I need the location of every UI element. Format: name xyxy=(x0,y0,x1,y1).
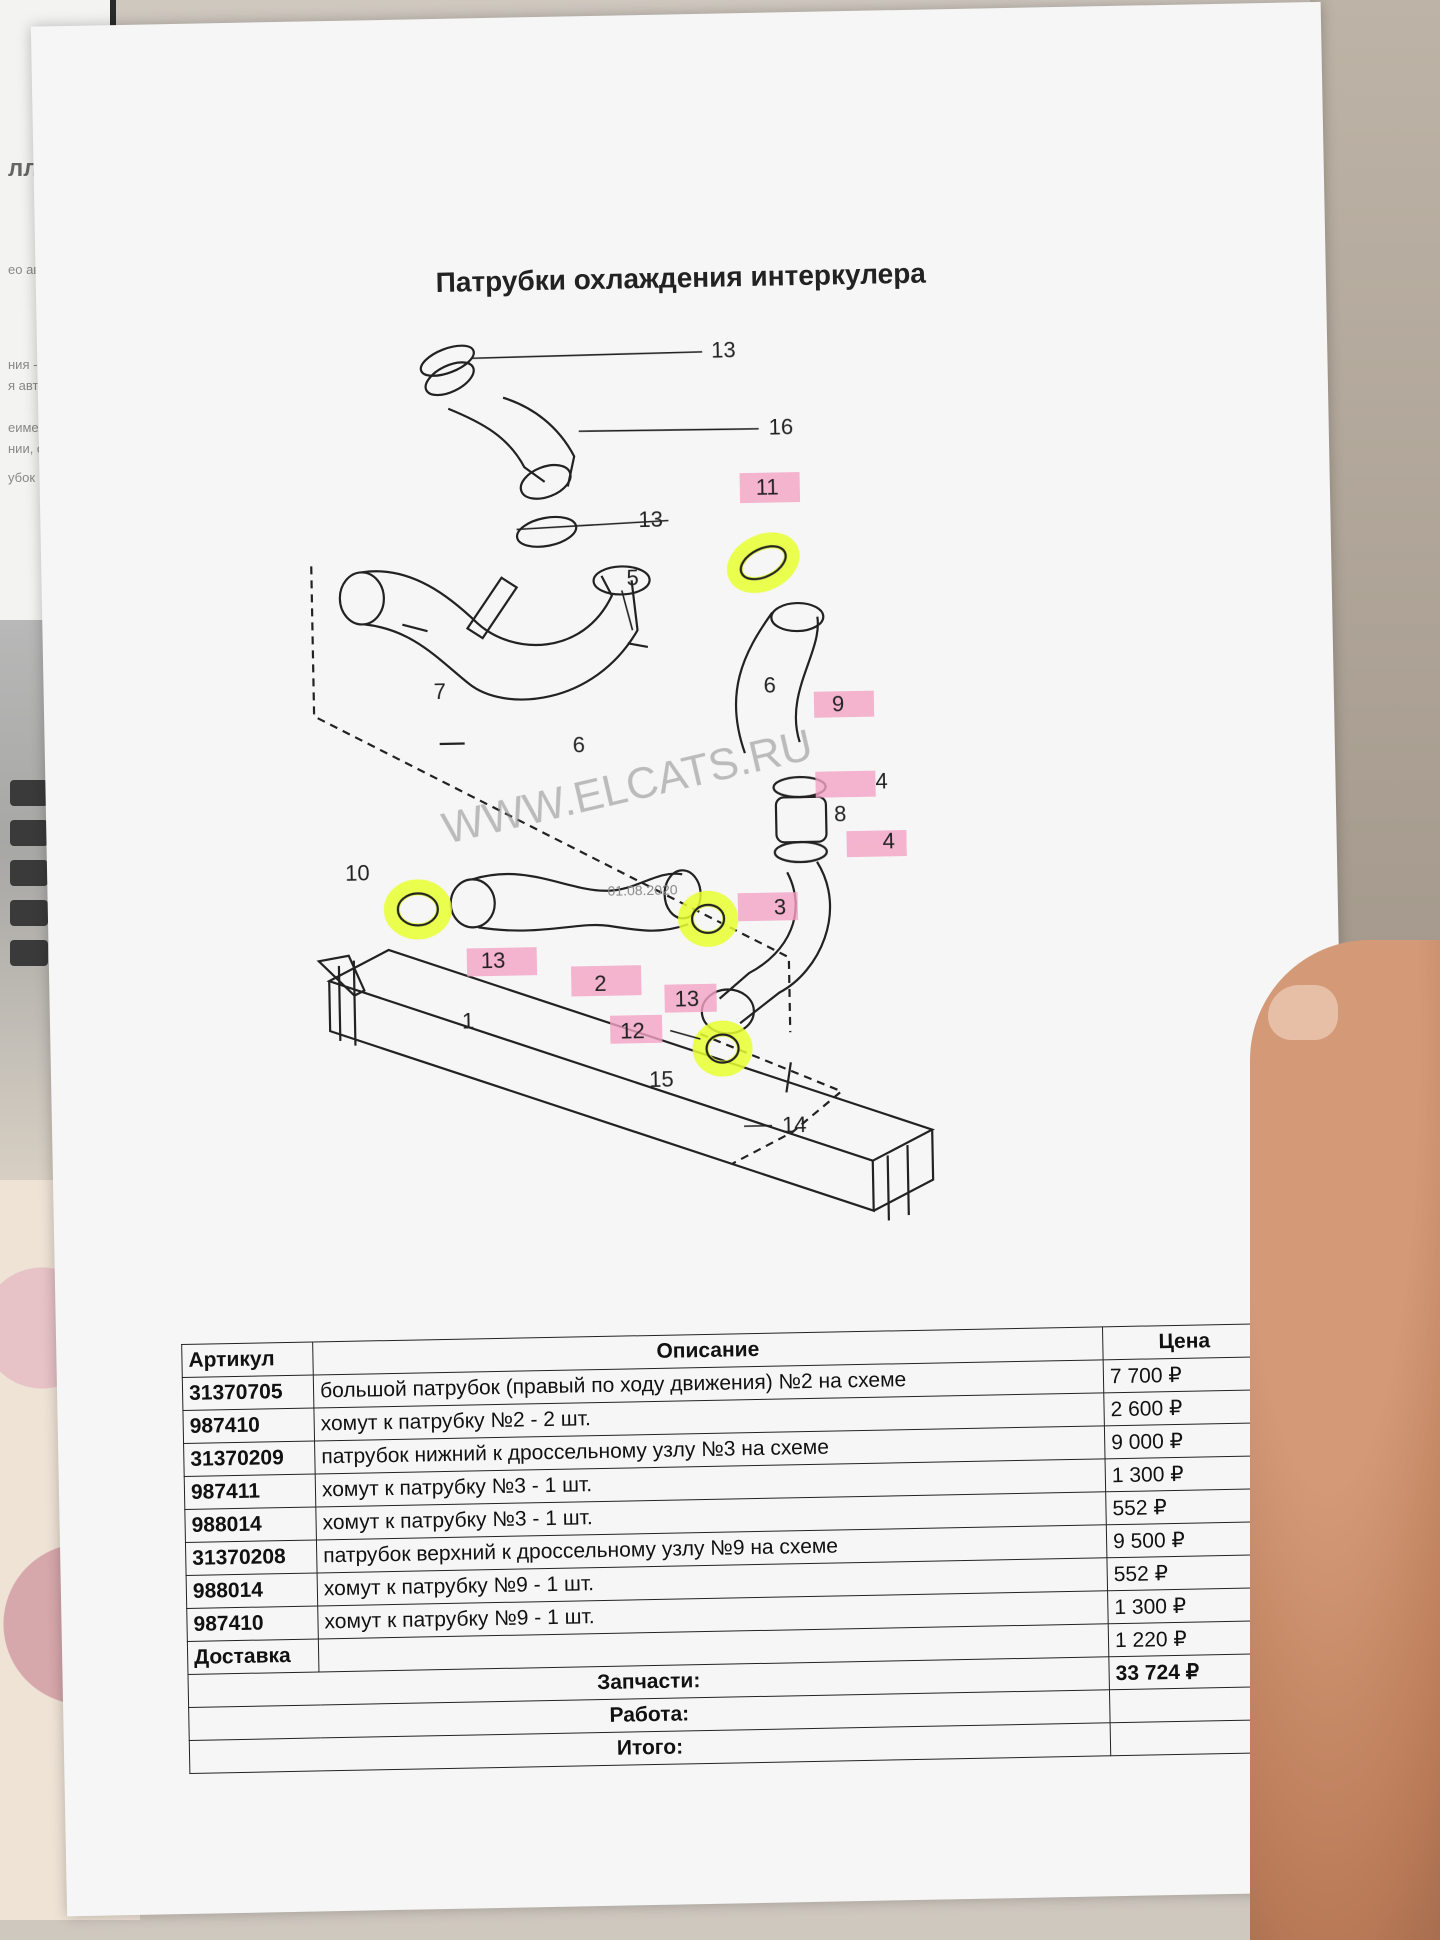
cell-price: 9 000 ₽ xyxy=(1104,1422,1268,1459)
callout-13d: 13 xyxy=(674,986,699,1011)
clamp-13-mid xyxy=(515,515,578,548)
dashed-frame xyxy=(310,566,792,1033)
label-highlights xyxy=(466,472,907,1044)
callout-8: 8 xyxy=(834,801,847,826)
parts-diagram: WWW.ELCATS.RU 01.08.2020 1 2 3 4 4 5 6 6… xyxy=(310,337,935,1221)
hose-16 xyxy=(424,361,576,500)
parts-table: Артикул Описание Цена 31370705 большой п… xyxy=(181,1323,1274,1774)
watermark: WWW.ELCATS.RU xyxy=(438,720,817,853)
parts-total-value: 33 724 ₽ xyxy=(1108,1653,1273,1690)
watermark-date: 01.08.2020 xyxy=(607,881,678,898)
thumbnail xyxy=(1268,985,1338,1040)
part-8 xyxy=(774,795,828,844)
callout-5: 5 xyxy=(626,565,639,590)
hose-3 xyxy=(700,861,832,1035)
cell-price: 1 300 ₽ xyxy=(1107,1587,1272,1624)
callout-15: 15 xyxy=(649,1067,674,1092)
callout-12: 12 xyxy=(620,1018,645,1043)
intercooler-1 xyxy=(326,948,935,1221)
part-10 xyxy=(316,954,366,997)
callout-7: 7 xyxy=(433,679,446,704)
work-total-value xyxy=(1109,1686,1274,1723)
bolt-lines xyxy=(402,623,792,1093)
callout-leaders xyxy=(472,351,773,1127)
laptop-text: убок xyxy=(8,470,36,485)
delivery-price: 1 220 ₽ xyxy=(1108,1620,1272,1657)
cell-price: 7 700 ₽ xyxy=(1103,1356,1267,1393)
page-title: Патрубки охлаждения интеркулера xyxy=(435,257,927,298)
header-price: Цена xyxy=(1102,1323,1267,1360)
cell-price: 552 ₽ xyxy=(1106,1554,1271,1591)
callout-13c: 13 xyxy=(481,948,506,973)
clamp-13-top xyxy=(419,344,475,377)
cell-price: 1 300 ₽ xyxy=(1105,1455,1269,1492)
callout-4b: 4 xyxy=(882,828,895,853)
cell-article: 987411 xyxy=(184,1473,316,1510)
cell-article: 31370209 xyxy=(183,1440,316,1477)
callout-6: 6 xyxy=(763,673,776,698)
callout-13b: 13 xyxy=(638,507,663,532)
header-article: Артикул xyxy=(181,1342,314,1378)
cell-price: 9 500 ₽ xyxy=(1106,1521,1270,1558)
callout-14: 14 xyxy=(782,1112,807,1137)
cell-article: 31370705 xyxy=(182,1375,314,1411)
cell-article: 988014 xyxy=(184,1506,317,1543)
callout-9: 9 xyxy=(832,691,845,716)
cell-price: 2 600 ₽ xyxy=(1103,1389,1268,1426)
hose-2 xyxy=(449,869,702,932)
callout-3: 3 xyxy=(774,894,787,919)
cell-article: 31370208 xyxy=(185,1539,318,1576)
cell-article: 987410 xyxy=(186,1605,319,1642)
callout-13: 13 xyxy=(711,337,736,362)
callout-16: 16 xyxy=(768,414,793,439)
callout-11: 11 xyxy=(756,474,779,499)
paper-sheet: Патрубки охлаждения интеркулера xyxy=(30,1,1357,1917)
hose-9 xyxy=(734,601,825,754)
callout-6b: 6 xyxy=(572,732,585,757)
cell-article: 988014 xyxy=(186,1572,318,1609)
hose-5 xyxy=(338,565,651,701)
callout-4: 4 xyxy=(875,768,888,793)
cell-price: 552 ₽ xyxy=(1105,1488,1270,1525)
delivery-label: Доставка xyxy=(187,1638,319,1675)
cell-article: 987410 xyxy=(182,1408,315,1444)
hand xyxy=(1250,940,1440,1940)
callout-1: 1 xyxy=(462,1008,475,1033)
callout-numbers: 1 2 3 4 4 5 6 6 7 8 9 10 11 12 13 13 13 … xyxy=(345,337,895,1137)
callout-2: 2 xyxy=(594,971,607,996)
clamp-highlights xyxy=(383,532,800,1077)
callout-10: 10 xyxy=(345,860,370,885)
dashed-frame-bottom xyxy=(699,1032,844,1165)
